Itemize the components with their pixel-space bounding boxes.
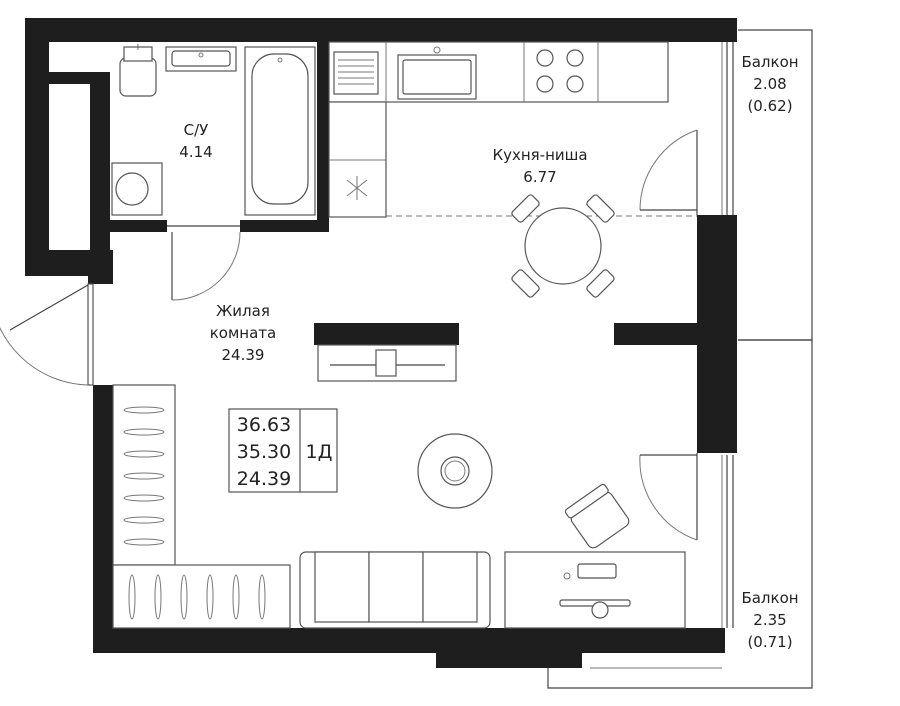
area-summary-box: 36.63 35.30 24.39 1Д	[228, 408, 338, 493]
balcony-bottom-area: 2.35	[753, 611, 786, 629]
balcony-door-bottom	[639, 453, 698, 541]
kitchen-name: Кухня-ниша	[492, 146, 587, 164]
fridge	[346, 176, 368, 200]
svg-text:+: +	[134, 42, 142, 53]
balcony-bottom-area-reduced: (0.71)	[747, 633, 792, 651]
balcony-top-area-reduced: (0.62)	[747, 97, 792, 115]
sink-bathroom	[165, 46, 237, 72]
dishwasher-grille	[333, 51, 379, 95]
balcony-bottom-outline	[547, 339, 813, 689]
kitchen-area: 6.77	[523, 168, 556, 186]
desk	[504, 483, 686, 629]
balcony-bottom-name: Балкон	[741, 589, 798, 607]
kitchen-counter	[328, 41, 669, 218]
bathroom-area: 4.14	[179, 143, 212, 161]
walls	[25, 18, 737, 668]
living-room-area: 24.39	[237, 468, 291, 490]
stove	[536, 49, 584, 93]
bathtub	[244, 46, 316, 216]
entrance-door	[0, 283, 94, 386]
kitchen-sink	[397, 46, 477, 100]
bathroom-name: С/У	[184, 121, 209, 139]
balcony-top-area: 2.08	[753, 75, 786, 93]
tv-stand	[317, 344, 457, 382]
living-area: 24.39	[222, 346, 265, 364]
balcony-door-top	[639, 129, 698, 215]
toilet: +	[119, 42, 157, 97]
living-name-line2: комната	[210, 324, 276, 342]
sofa	[299, 551, 491, 629]
coffee-table	[417, 433, 493, 509]
living-total-area: 35.30	[237, 441, 291, 463]
balcony-top-name: Балкон	[741, 53, 798, 71]
windows	[726, 42, 734, 628]
total-area: 36.63	[237, 414, 291, 436]
apartment-type: 1Д	[306, 441, 333, 463]
living-name-line1: Жилая	[216, 302, 270, 320]
dining-table	[511, 194, 615, 298]
bathroom-door	[167, 225, 241, 301]
washing-machine	[111, 162, 163, 216]
wardrobe	[112, 384, 291, 629]
